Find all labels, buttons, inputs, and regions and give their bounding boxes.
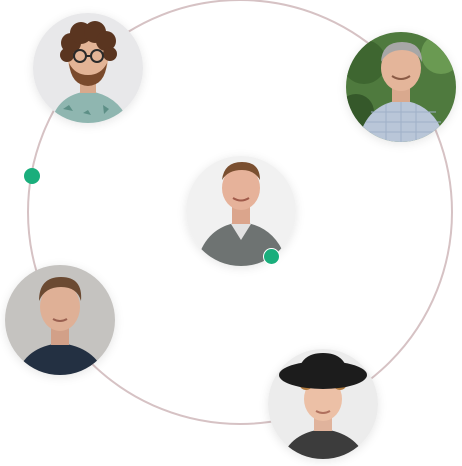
portrait-image: [268, 349, 378, 459]
avatar-team-member-3[interactable]: [186, 156, 296, 266]
status-dot-icon: [263, 248, 280, 265]
avatar-team-member-2[interactable]: [346, 32, 456, 142]
avatar-team-member-5[interactable]: [268, 349, 378, 459]
avatar-team-member-1[interactable]: [33, 13, 143, 123]
avatar-team-member-4[interactable]: [5, 265, 115, 375]
portrait-image: [5, 265, 115, 375]
orbit-dot-icon: [24, 168, 40, 184]
portrait-image: [33, 13, 143, 123]
portrait-image: [186, 156, 296, 266]
portrait-image: [346, 32, 456, 142]
